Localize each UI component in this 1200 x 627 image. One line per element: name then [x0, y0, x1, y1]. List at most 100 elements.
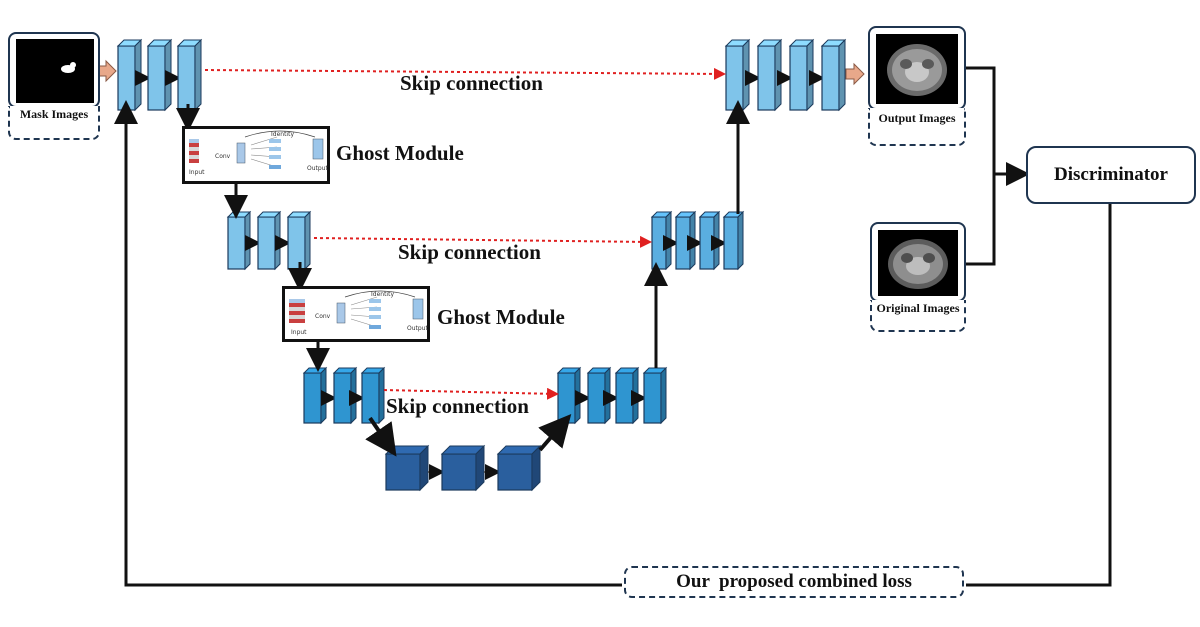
dec1-block-3 — [788, 38, 815, 112]
enc2-block-3 — [286, 210, 312, 271]
ghost-inset-input-label: Input — [291, 329, 307, 336]
dec1-block-4-side — [838, 38, 846, 112]
dec2-block-2-side — [689, 210, 696, 271]
ghost-module-label-2: Ghost Module — [437, 305, 565, 329]
mask-blob-icon — [61, 62, 76, 73]
enc1-block-3 — [176, 38, 203, 112]
enc2-block-1-side — [244, 210, 251, 271]
dec2-block-3-front — [699, 216, 715, 270]
encoder-level3-blocks — [302, 366, 386, 425]
dec2-block-3 — [698, 210, 721, 271]
ghost-inset-conv-label: Conv — [215, 153, 231, 160]
enc2-block-2-front — [257, 216, 276, 270]
ghost-inset-identity-label: Identity — [371, 291, 394, 298]
enc2-block-2 — [256, 210, 282, 271]
skip-connection-line-2 — [313, 235, 652, 248]
discriminator-box: Discriminator — [1026, 146, 1196, 204]
ghost-module-schematic-icon — [189, 130, 324, 169]
dec1-block-3-side — [806, 38, 814, 112]
enc2-block-1-front — [227, 216, 246, 270]
skip-connection-label-3: Skip connection — [386, 394, 529, 418]
bottleneck-block-1-side — [419, 444, 429, 492]
decoder-level1-blocks — [724, 38, 847, 112]
dec2-block-4-side — [737, 210, 744, 271]
dec3-block-1-front — [557, 372, 576, 424]
combined-loss-label: Our proposed combined loss — [676, 571, 912, 592]
dec2-block-1-side — [665, 210, 672, 271]
skip-connection-line-1 — [204, 67, 726, 80]
arrow-bottleneck-to-dec3 — [538, 413, 572, 452]
dec1-block-1-side — [742, 38, 750, 112]
bottleneck-block-2-side — [475, 444, 485, 492]
dec1-block-4 — [820, 38, 847, 112]
dec2-block-4-front — [723, 216, 739, 270]
enc3-block-2-front — [333, 372, 352, 424]
enc2-block-3-side — [304, 210, 311, 271]
enc3-block-2-side — [350, 366, 357, 425]
dec2-block-4 — [722, 210, 745, 271]
ghost-module-inset-2: Identity Conv Input Output — [282, 286, 430, 342]
dec2-block-1 — [650, 210, 673, 271]
ghost-inset-output-label: Output — [407, 325, 428, 332]
output-image-frame — [868, 26, 966, 110]
brain-mri-icon — [888, 239, 948, 289]
loss-line-from-discriminator — [966, 204, 1112, 587]
ghost-inset-input-label: Input — [189, 169, 205, 176]
line-output-to-discriminator — [962, 66, 996, 174]
dec2-block-2 — [674, 210, 697, 271]
loss-line-to-generator — [114, 100, 622, 587]
ghost-module-schematic-icon — [289, 290, 424, 329]
ghost-inset-conv-label: Conv — [315, 313, 331, 320]
mask-image-frame — [8, 32, 100, 108]
dec2-block-3-side — [713, 210, 720, 271]
dec1-block-2-front — [757, 45, 776, 111]
enc1-block-2-front — [147, 45, 166, 111]
enc2-block-2-side — [274, 210, 281, 271]
enc2-block-3-front — [287, 216, 306, 270]
dec2-block-2-front — [675, 216, 691, 270]
dec1-block-1-front — [725, 45, 744, 111]
output-mri-image — [876, 34, 958, 104]
enc2-block-1 — [226, 210, 252, 271]
enc1-block-1-side — [134, 38, 142, 112]
bottleneck-block-1 — [384, 444, 430, 492]
dec2-block-1-front — [651, 216, 667, 270]
brain-mri-icon — [887, 44, 947, 96]
enc3-block-1-front — [303, 372, 322, 424]
combined-loss-box: Our proposed combined loss — [624, 566, 964, 598]
input-arrow-mask — [97, 59, 117, 83]
bottleneck-block-3-side — [531, 444, 541, 492]
bottleneck-block-2 — [440, 444, 486, 492]
dec1-block-3-front — [789, 45, 808, 111]
dec3-block-3-side — [632, 366, 639, 425]
enc3-block-3-side — [378, 366, 385, 425]
dec3-block-4-front — [643, 372, 662, 424]
dec3-block-2-front — [587, 372, 606, 424]
bottleneck-block-3-front — [497, 453, 533, 491]
enc1-block-3-side — [194, 38, 202, 112]
enc3-block-3 — [360, 366, 386, 425]
enc1-block-2 — [146, 38, 173, 112]
dec1-block-2-side — [774, 38, 782, 112]
dec3-block-4 — [642, 366, 668, 425]
ghost-module-label-1: Ghost Module — [336, 141, 464, 165]
enc3-block-1-side — [320, 366, 327, 425]
discriminator-label: Discriminator — [1054, 164, 1168, 185]
enc1-block-1-front — [117, 45, 136, 111]
bottleneck-block-3 — [496, 444, 542, 492]
dec3-block-2 — [586, 366, 612, 425]
original-images-caption: Original Images — [870, 300, 966, 332]
decoder-level2-blocks — [650, 210, 745, 271]
encoder-level2-blocks — [226, 210, 312, 271]
dec1-block-1 — [724, 38, 751, 112]
skip-connection-line-3 — [383, 387, 559, 400]
ghost-inset-identity-label: Identity — [271, 131, 294, 138]
arrow-enc3-to-bottleneck — [365, 416, 397, 457]
encoder-level1-blocks — [116, 38, 203, 112]
enc3-block-1 — [302, 366, 328, 425]
original-mri-image — [878, 230, 958, 296]
dec3-block-2-side — [604, 366, 611, 425]
mask-images-caption: Mask Images — [8, 106, 100, 140]
